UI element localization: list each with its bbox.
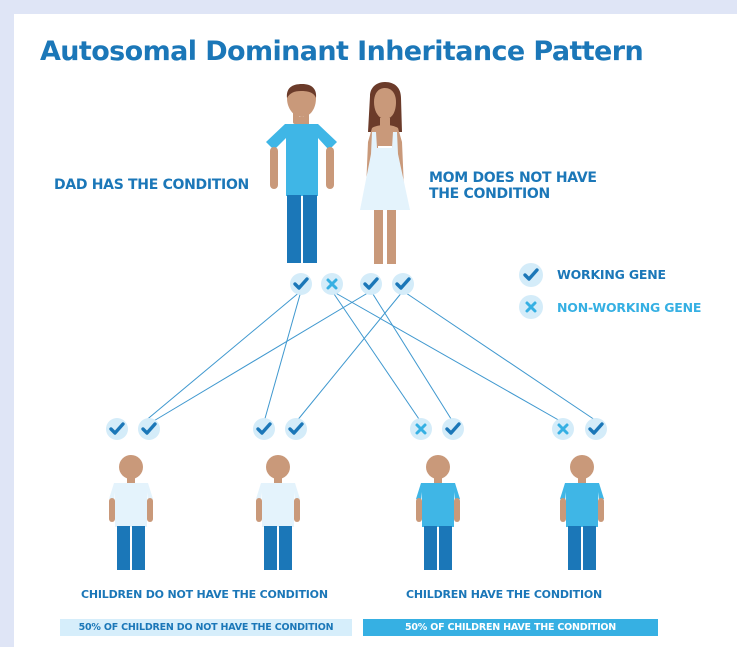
child1-gene-2-working-icon [138, 418, 160, 440]
caption-no-condition: CHILDREN DO NOT HAVE THE CONDITION [81, 588, 328, 601]
line-mom-working2-to-child2 [295, 290, 404, 423]
child4-gene-1-nonworking-icon [552, 418, 574, 440]
dad-genes [290, 273, 343, 295]
page-title: Autosomal Dominant Inheritance Pattern [40, 36, 644, 67]
inheritance-diagram [106, 82, 607, 570]
mom-figure [360, 82, 410, 264]
line-dad-nonworking-to-child3 [331, 290, 422, 423]
child3-gene-2-working-icon [442, 418, 464, 440]
child3-gene-1-nonworking-icon [410, 418, 432, 440]
stat-bar-has-condition: 50% OF CHILDREN HAVE THE CONDITION [363, 619, 658, 636]
line-dad-working-to-child1 [143, 290, 302, 423]
child3-figure [416, 455, 460, 570]
line-mom-working2-to-child4 [402, 290, 599, 423]
child2-gene-2-working-icon [285, 418, 307, 440]
child4-gene-2-working-icon [585, 418, 607, 440]
child4-genes [552, 418, 607, 440]
mom-gene-2-working-icon [392, 273, 414, 295]
line-dad-nonworking-to-child4 [331, 290, 563, 423]
child2-genes [253, 418, 307, 440]
legend-working-label: WORKING GENE [557, 267, 666, 282]
legend-nonworking-icon [519, 295, 543, 319]
stat-bar-no-condition: 50% OF CHILDREN DO NOT HAVE THE CONDITIO… [60, 619, 352, 636]
legend-nonworking-label: NON-WORKING GENE [557, 300, 702, 315]
mom-label-line-1: MOM DOES NOT HAVE [429, 170, 597, 186]
child2-gene-1-working-icon [253, 418, 275, 440]
legend-working-icon [519, 263, 543, 287]
inheritance-lines [143, 290, 599, 423]
child3-genes [410, 418, 464, 440]
child4-figure [560, 455, 604, 570]
dad-figure [266, 84, 337, 263]
line-mom-working1-to-child3 [370, 290, 454, 423]
mom-label-line-2: THE CONDITION [429, 186, 550, 202]
infographic-frame: Autosomal Dominant Inheritance Pattern D… [14, 14, 737, 647]
mom-gene-1-working-icon [360, 273, 382, 295]
child1-genes [106, 418, 160, 440]
child1-gene-1-working-icon [106, 418, 128, 440]
dad-gene-1-working-icon [290, 273, 312, 295]
mom-condition-label: MOM DOES NOT HAVE THE CONDITION [429, 170, 597, 202]
mom-genes [360, 273, 414, 295]
line-mom-working1-to-child1 [151, 290, 372, 423]
dad-condition-label: DAD HAS THE CONDITION [54, 177, 249, 193]
caption-has-condition: CHILDREN HAVE THE CONDITION [406, 588, 603, 601]
dad-gene-2-nonworking-icon [321, 273, 343, 295]
line-dad-working-to-child2 [263, 290, 302, 423]
child1-figure [109, 455, 153, 570]
child2-figure [256, 455, 300, 570]
